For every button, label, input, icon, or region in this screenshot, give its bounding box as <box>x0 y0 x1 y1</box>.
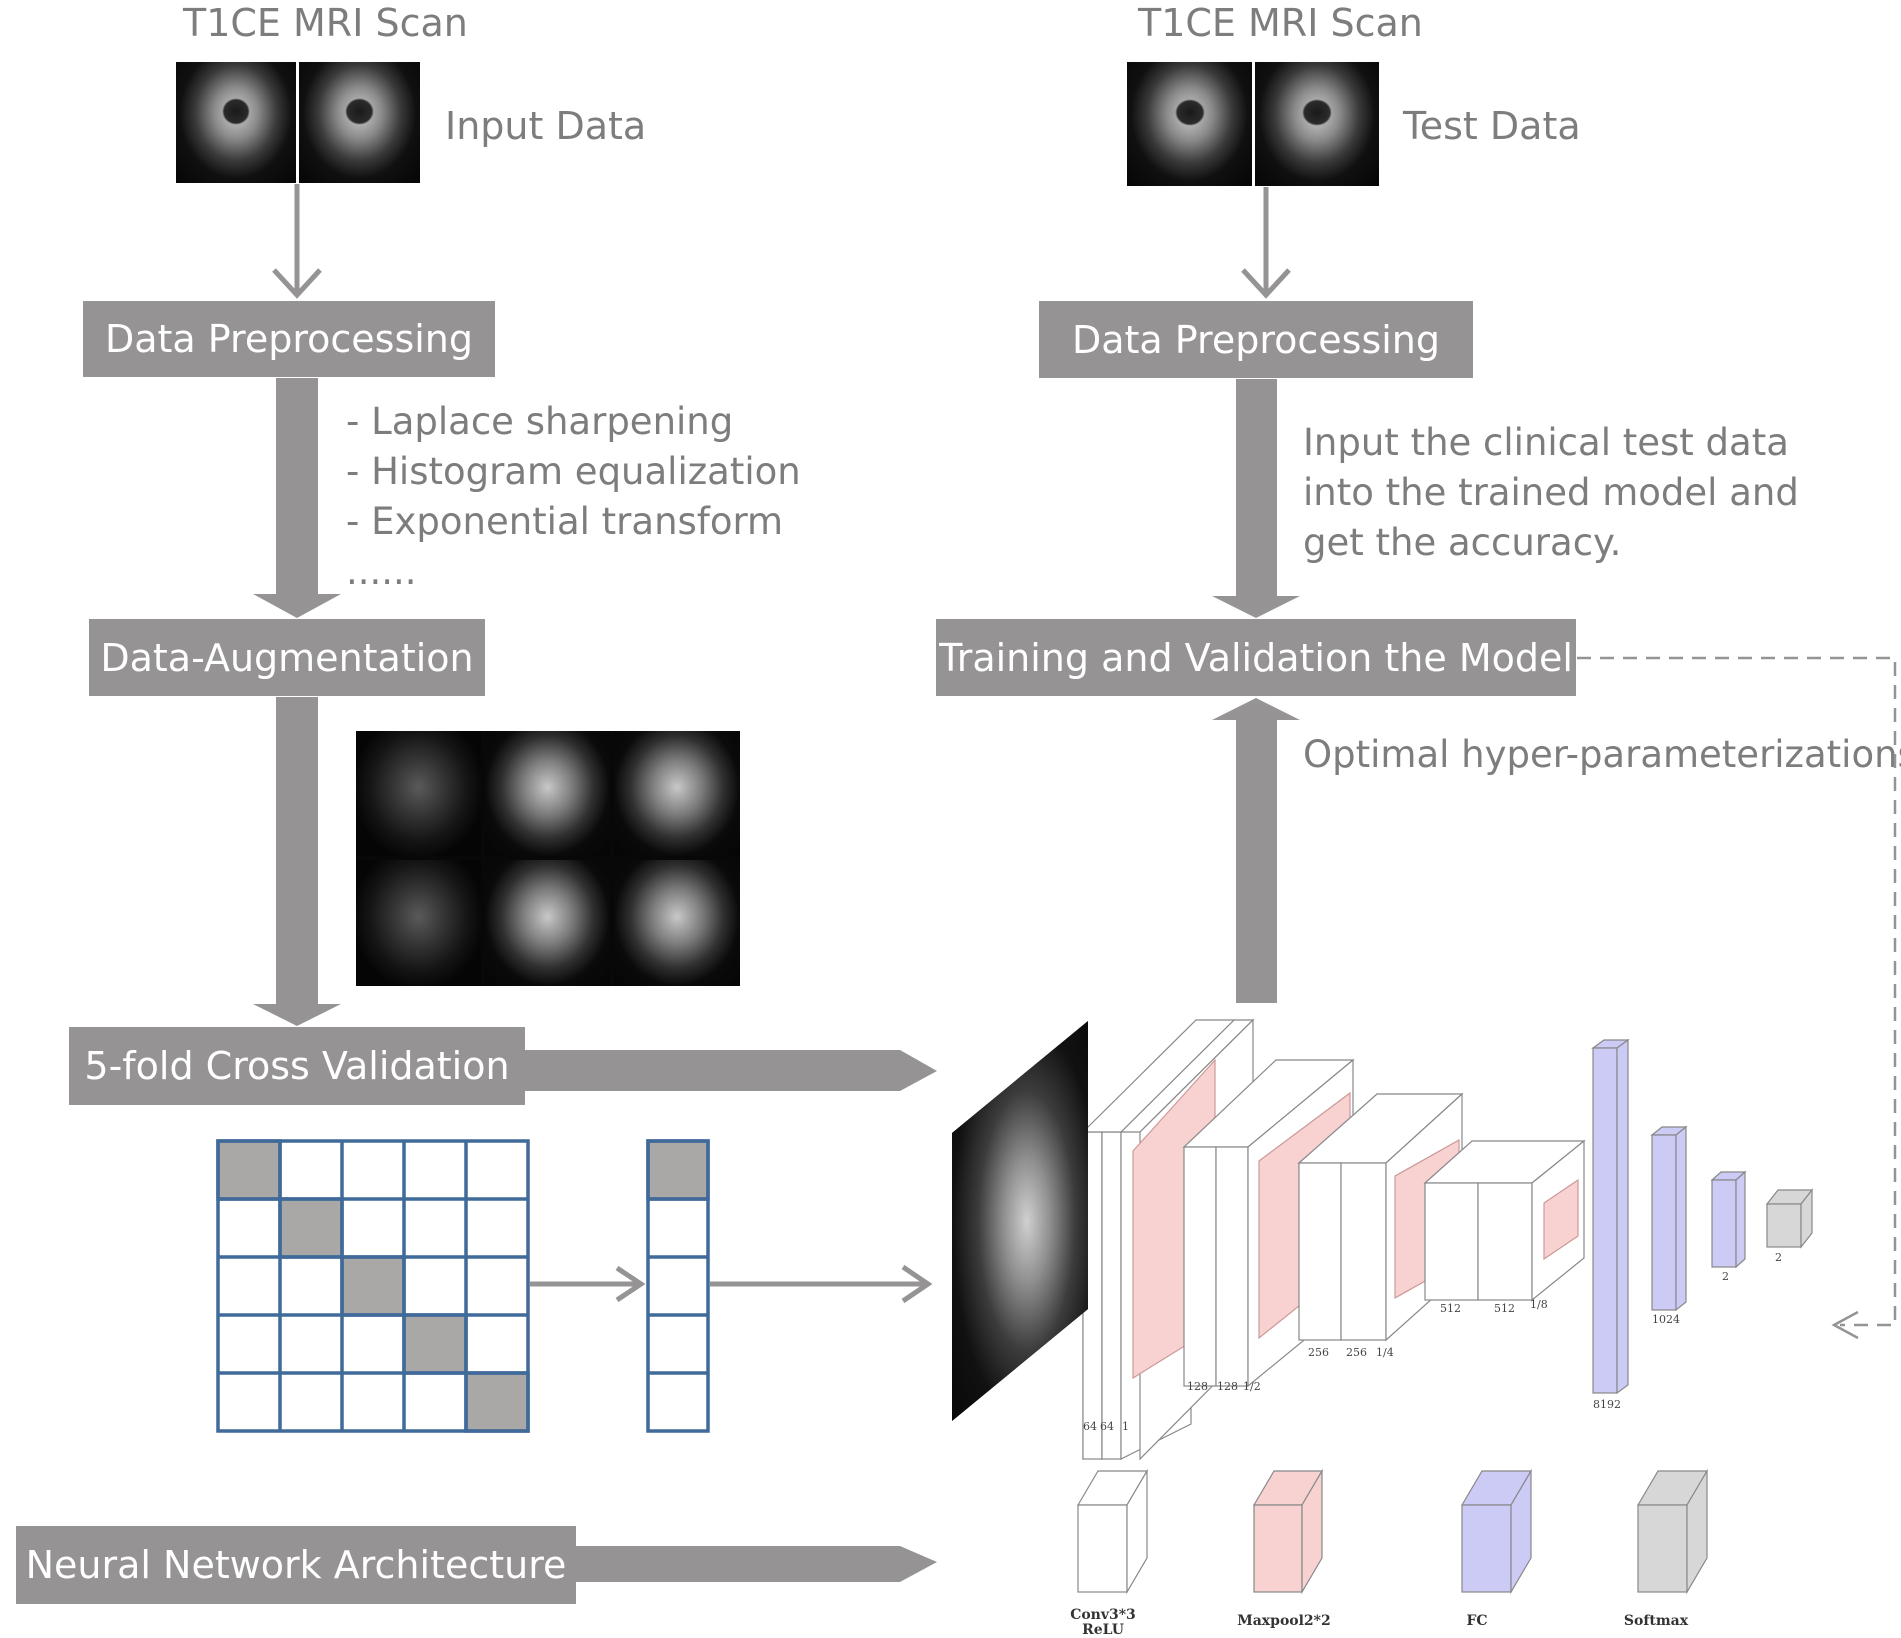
legend-fc-label: FC <box>1466 1613 1488 1629</box>
preprocessing-steps: - Laplace sharpening - Histogram equaliz… <box>346 397 801 597</box>
fold-grid <box>216 1139 530 1433</box>
right-scan-caption: Test Data <box>1403 104 1581 148</box>
conv3-size-b: 256 <box>1346 1346 1367 1359</box>
left-preprocessing-box: Data Preprocessing <box>83 301 495 377</box>
right-flow-arrow-down <box>1212 379 1300 618</box>
cross-validation-box: 5-fold Cross Validation <box>69 1027 525 1105</box>
cross-validation-arrow <box>525 1050 937 1091</box>
legend-conv-cube <box>1076 1468 1149 1595</box>
feedback-arrow-head <box>1831 1310 1859 1340</box>
fc2-size: 1024 <box>1652 1313 1680 1326</box>
right-preprocessing-box: Data Preprocessing <box>1039 301 1473 378</box>
legend-pool-cube <box>1252 1468 1324 1595</box>
fc3-block <box>1710 1170 1747 1269</box>
legend-conv-line: ReLU <box>1082 1622 1124 1638</box>
preprocessing-step: - Exponential transform <box>346 500 784 543</box>
conv4-size-a: 512 <box>1440 1302 1461 1315</box>
softmax-block <box>1765 1188 1814 1249</box>
column-to-network-arrow <box>710 1264 933 1304</box>
right-scan-arrow <box>1241 187 1291 299</box>
fc1-block <box>1591 1038 1630 1395</box>
augmented-images-grid <box>356 731 740 986</box>
legend-softmax-label: Softmax <box>1623 1613 1689 1629</box>
conv2-size-b: 128 <box>1217 1380 1238 1393</box>
conv3-size-a: 256 <box>1308 1346 1329 1359</box>
legend-pool-label: Maxpool2*2 <box>1237 1613 1331 1629</box>
left-scan-arrow <box>272 184 322 299</box>
hyper-note: Optimal hyper-parameterizations <box>1303 733 1901 776</box>
grid-to-column-arrow <box>530 1265 646 1303</box>
test-note-line: get the accuracy. <box>1303 521 1622 564</box>
legend-softmax-cube <box>1636 1468 1709 1595</box>
right-scan-title: T1CE MRI Scan <box>1138 1 1423 45</box>
preprocessing-step: - Histogram equalization <box>346 450 801 493</box>
conv2-scale: 1/2 <box>1243 1380 1261 1393</box>
left-flow-arrow-1 <box>253 378 341 618</box>
architecture-box: Neural Network Architecture <box>16 1526 576 1604</box>
conv4-scale: 1/8 <box>1530 1298 1548 1311</box>
right-mri-image <box>1127 62 1379 186</box>
test-note-line: into the trained model and <box>1303 471 1799 514</box>
training-box: Training and Validation the Model <box>936 619 1576 696</box>
fc1-size: 8192 <box>1593 1398 1621 1411</box>
left-mri-image <box>176 62 420 183</box>
conv2-size-a: 128 <box>1187 1380 1208 1393</box>
test-note-line: Input the clinical test data <box>1303 421 1789 464</box>
left-scan-title: T1CE MRI Scan <box>183 1 468 45</box>
network-diagram <box>1076 1018 1814 1595</box>
legend-conv-line: Conv3*3 <box>1070 1607 1136 1623</box>
conv4-size-b: 512 <box>1494 1302 1515 1315</box>
pool4-block <box>1543 1178 1579 1261</box>
left-scan-caption: Input Data <box>445 104 647 148</box>
preprocessing-step: - Laplace sharpening <box>346 400 734 443</box>
test-note: Input the clinical test data into the tr… <box>1303 418 1799 568</box>
augmentation-box: Data-Augmentation <box>89 619 485 696</box>
fc3-size: 2 <box>1722 1270 1729 1283</box>
conv1-size-a: 64 <box>1083 1420 1097 1433</box>
conv3-scale: 1/4 <box>1376 1346 1394 1359</box>
fold-column <box>646 1139 710 1433</box>
softmax-size: 2 <box>1775 1251 1782 1264</box>
architecture-arrow <box>576 1546 937 1582</box>
legend-conv-label: Conv3*3 ReLU <box>1058 1608 1148 1638</box>
right-flow-arrow-up <box>1212 698 1300 1003</box>
legend-fc-cube <box>1460 1468 1533 1595</box>
preprocessing-step: ...... <box>346 550 417 593</box>
conv1-size-b: 64 <box>1100 1420 1114 1433</box>
feedback-dashed-arrow <box>1577 656 1897 1327</box>
conv1-scale: 1 <box>1122 1420 1129 1433</box>
fc2-block <box>1650 1125 1688 1312</box>
left-flow-arrow-2 <box>253 697 341 1026</box>
